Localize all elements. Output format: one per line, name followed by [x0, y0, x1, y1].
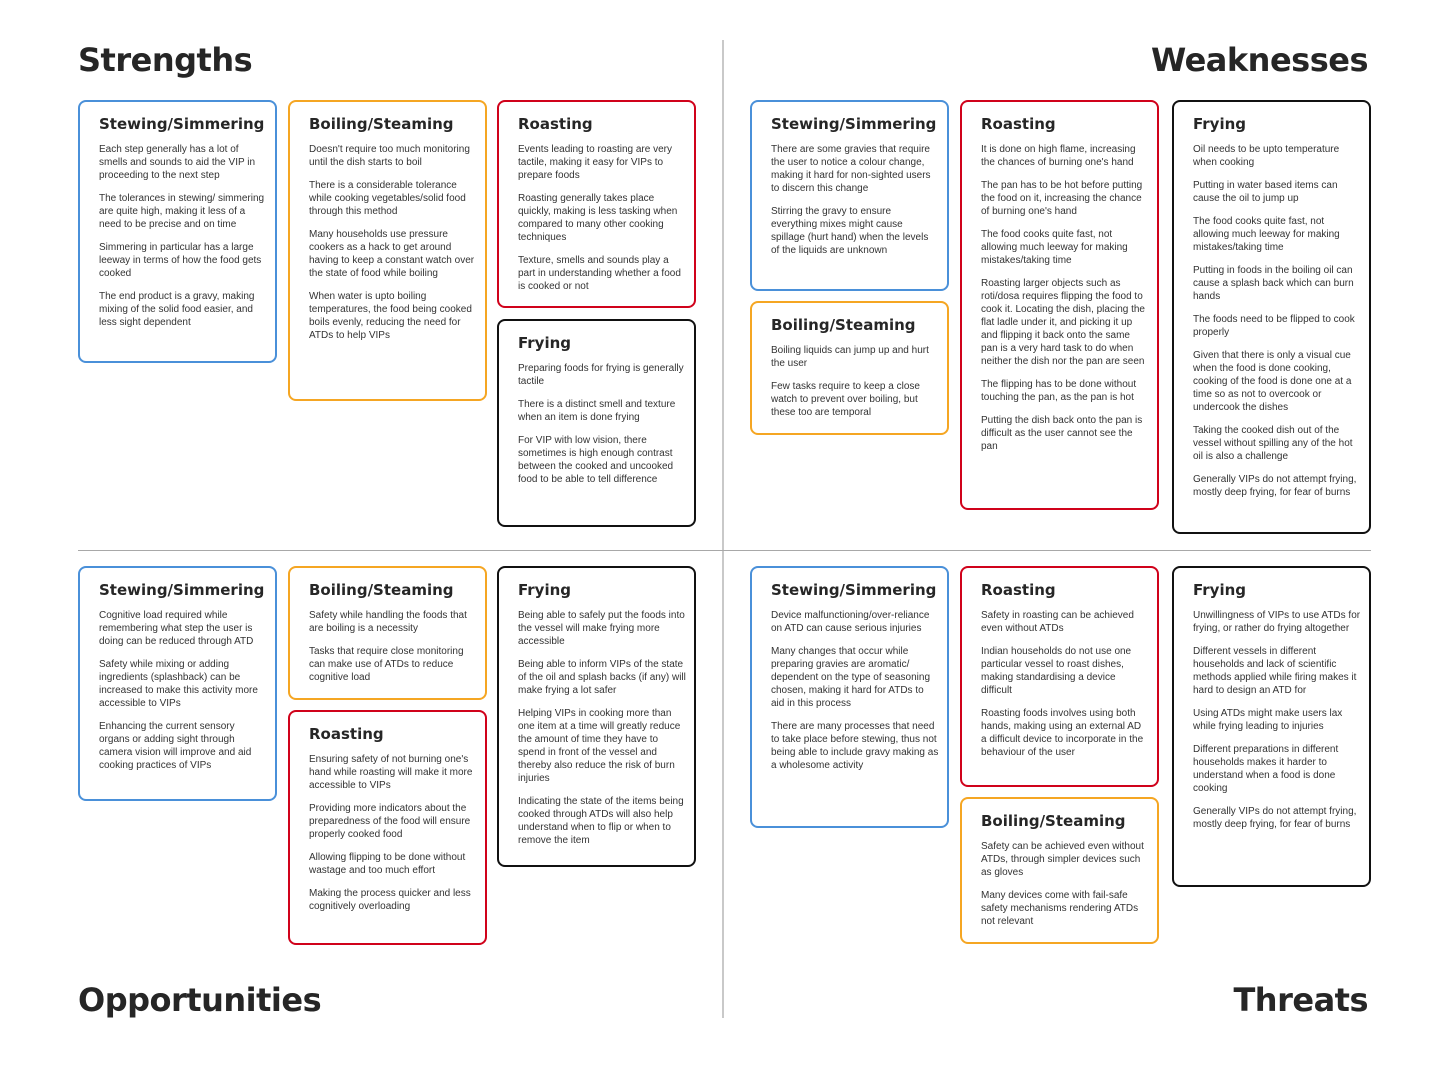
- card-item: Different vessels in different household…: [1193, 646, 1357, 696]
- card-item: Being able to inform VIPs of the state o…: [518, 659, 686, 696]
- card-item: There is a considerable tolerance while …: [309, 180, 466, 217]
- card-item: Providing more indicators about the prep…: [309, 803, 471, 840]
- card-item: Few tasks require to keep a close watch …: [771, 381, 920, 418]
- card-title: Boiling/Steaming: [981, 812, 1126, 830]
- card-title: Roasting: [518, 115, 593, 133]
- card-title: Roasting: [309, 725, 384, 743]
- card-title: Stewing/Simmering: [99, 581, 265, 599]
- card-item: Safety while mixing or adding ingredient…: [99, 659, 258, 709]
- card-item: There is a distinct smell and texture wh…: [518, 399, 676, 423]
- card-item: The pan has to be hot before putting the…: [981, 180, 1143, 217]
- card-item: The food cooks quite fast, not allowing …: [1193, 216, 1340, 253]
- card-item: Allowing flipping to be done without was…: [309, 852, 466, 876]
- card-item: The foods need to be flipped to cook pro…: [1193, 314, 1355, 338]
- card-item: Boiling liquids can jump up and hurt the…: [771, 345, 929, 369]
- weaknesses-title: Weaknesses: [1150, 41, 1369, 79]
- card-item: When water is upto boiling temperatures,…: [309, 291, 472, 341]
- card-item: Events leading to roasting are very tact…: [518, 144, 672, 181]
- card-item: There are some gravies that require the …: [771, 144, 931, 194]
- card-item: Safety can be achieved even without ATDs…: [981, 841, 1144, 878]
- card-item: Generally VIPs do not attempt frying, mo…: [1193, 474, 1357, 498]
- card-title: Stewing/Simmering: [99, 115, 265, 133]
- card-item: The tolerances in stewing/ simmering are…: [99, 193, 265, 230]
- strengths-title: Strengths: [78, 41, 253, 79]
- card-item: The end product is a gravy, making mixin…: [99, 291, 255, 328]
- card-title: Boiling/Steaming: [309, 581, 454, 599]
- card-title: Frying: [518, 334, 572, 352]
- card-item: Doesn't require too much monitoring unti…: [309, 144, 470, 168]
- card-item: Preparing foods for frying is generally …: [518, 363, 684, 387]
- card-item: Many households use pressure cookers as …: [309, 229, 475, 279]
- card-item: It is done on high flame, increasing the…: [981, 144, 1136, 168]
- card-item: Taking the cooked dish out of the vessel…: [1193, 425, 1353, 462]
- opportunities-title: Opportunities: [78, 981, 322, 1019]
- card-item: Roasting generally takes place quickly, …: [518, 193, 678, 243]
- card-item: Given that there is only a visual cue wh…: [1193, 350, 1352, 413]
- card-item: Safety in roasting can be achieved even …: [981, 610, 1134, 634]
- horizontal-divider: [78, 550, 1371, 551]
- card-item: The food cooks quite fast, not allowing …: [981, 229, 1128, 266]
- card-title: Boiling/Steaming: [309, 115, 454, 133]
- card-item: For VIP with low vision, there sometimes…: [518, 435, 674, 485]
- card-item: Putting in water based items can cause t…: [1193, 180, 1338, 204]
- card-item: Roasting foods involves using both hands…: [981, 708, 1144, 758]
- card-item: Ensuring safety of not burning one's han…: [309, 754, 473, 791]
- card-item: Making the process quicker and less cogn…: [309, 888, 471, 912]
- card-item: Cognitive load required while rememberin…: [99, 610, 254, 647]
- card-item: Roasting larger objects such as roti/dos…: [981, 278, 1145, 367]
- card-item: Putting in foods in the boiling oil can …: [1193, 265, 1354, 302]
- card-item: Unwillingness of VIPs to use ATDs for fr…: [1193, 610, 1361, 634]
- card-item: There are many processes that need to ta…: [771, 721, 939, 771]
- card-item: Putting the dish back onto the pan is di…: [981, 415, 1143, 452]
- card-item: Stirring the gravy to ensure everything …: [771, 206, 929, 256]
- card-item: The flipping has to be done without touc…: [981, 379, 1137, 403]
- card-title: Stewing/Simmering: [771, 581, 937, 599]
- card-item: Using ATDs might make users lax while fr…: [1193, 708, 1343, 732]
- card-item: Being able to safely put the foods into …: [518, 610, 685, 647]
- card-item: Indicating the state of the items being …: [518, 796, 684, 846]
- card-title: Roasting: [981, 581, 1056, 599]
- card-title: Frying: [1193, 115, 1247, 133]
- card-title: Frying: [518, 581, 572, 599]
- card-item: Tasks that require close monitoring can …: [309, 646, 464, 683]
- card-title: Frying: [1193, 581, 1247, 599]
- card-item: Safety while handling the foods that are…: [309, 610, 467, 634]
- card-item: Enhancing the current sensory organs or …: [99, 721, 252, 771]
- card-item: Each step generally has a lot of smells …: [99, 144, 256, 181]
- card-item: Device malfunctioning/over-reliance on A…: [771, 610, 930, 634]
- card-title: Boiling/Steaming: [771, 316, 916, 334]
- vertical-divider: [722, 40, 724, 1018]
- card-item: Texture, smells and sounds play a part i…: [518, 255, 681, 292]
- card-item: Generally VIPs do not attempt frying, mo…: [1193, 806, 1357, 830]
- card-item: Simmering in particular has a large leew…: [99, 242, 262, 279]
- card-title: Stewing/Simmering: [771, 115, 937, 133]
- card-item: Many changes that occur while preparing …: [771, 646, 931, 709]
- card-item: Different preparations in different hous…: [1193, 744, 1339, 794]
- card-item: Indian households do not use one particu…: [981, 646, 1132, 696]
- threats-title: Threats: [1233, 981, 1368, 1019]
- card-item: Many devices come with fail-safe safety …: [981, 890, 1139, 927]
- weaknesses-card-roasting: Roasting It is done on high flame, increa…: [960, 100, 1159, 510]
- card-item: Helping VIPs in cooking more than one it…: [518, 708, 681, 784]
- card-title: Roasting: [981, 115, 1056, 133]
- card-item: Oil needs to be upto temperature when co…: [1193, 144, 1340, 168]
